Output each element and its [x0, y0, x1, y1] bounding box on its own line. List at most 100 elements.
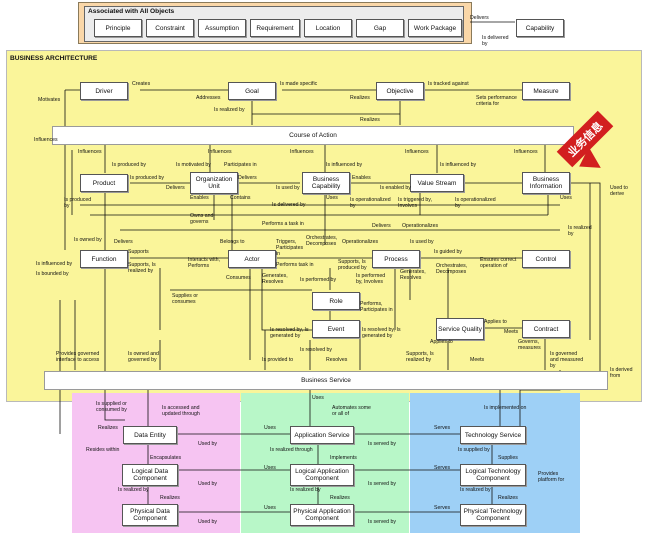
box-business-service[interactable]: Business Service — [44, 371, 608, 390]
label-meets: Meets — [504, 329, 519, 335]
label-ensures-correct: Ensures correct operation of — [480, 257, 517, 269]
label-is-realized-by-b1: Is realized by — [118, 487, 149, 493]
label-is-produced-by-3: Is produced by — [64, 197, 92, 209]
label-governs-measures: Governs, measures — [518, 339, 541, 351]
label-meets-2: Meets — [470, 357, 485, 363]
label-is-governed-measured: Is governed and measured by — [550, 351, 584, 369]
box-business-information[interactable]: Business Information — [522, 172, 570, 194]
box-business-capability[interactable]: Business Capability — [302, 172, 350, 194]
box-gap[interactable]: Gap — [356, 19, 404, 37]
label-orchestrates-2: Orchestrates, Decomposes — [436, 263, 468, 275]
label-supports-produced: Supports, Is produced by — [338, 259, 367, 271]
label-consumes: Consumes — [226, 275, 251, 281]
label-provides-platform: Provides platform for — [538, 471, 565, 483]
box-function[interactable]: Function — [80, 250, 128, 268]
label-is-influenced-by-2: Is influenced by — [440, 162, 477, 168]
label-is-delivered-by: Is delivered by — [272, 202, 306, 208]
label-delivers-4: Delivers — [114, 239, 133, 245]
label-is-enabled-by: Is enabled by — [380, 185, 411, 191]
box-contract[interactable]: Contract — [522, 320, 570, 338]
label-owns-governs: Owns and governs — [190, 213, 214, 225]
box-actor[interactable]: Actor — [228, 250, 276, 268]
label-realizes-b1: Realizes — [160, 495, 180, 501]
label-orchestrates: Orchestrates, Decomposes — [306, 235, 338, 247]
box-process[interactable]: Process — [372, 250, 420, 268]
label-is-delivered-by: Is delivered by — [482, 35, 509, 47]
arch-title: BUSINESS ARCHITECTURE — [10, 55, 98, 62]
label-is-provided-to: Is provided to — [262, 357, 294, 363]
box-capability[interactable]: Capability — [516, 19, 564, 37]
label-uses: Uses — [326, 195, 338, 201]
label-used-by-1: Used by — [198, 441, 218, 447]
label-is-performed-by: Is performed by — [300, 277, 337, 283]
label-is-motivated-by: Is motivated by — [176, 162, 211, 168]
box-assumption[interactable]: Assumption — [198, 19, 246, 37]
box-physical-data-component[interactable]: Physical Data Component — [122, 504, 178, 526]
box-location[interactable]: Location — [304, 19, 352, 37]
label-influences-1: Influences — [78, 149, 102, 155]
box-logical-data-component[interactable]: Logical Data Component — [122, 464, 178, 486]
label-is-implemented-on: Is implemented on — [484, 405, 527, 411]
label-realizes-bottom: Realizes — [98, 425, 118, 431]
label-is-realized-through: Is realized through — [270, 447, 313, 453]
label-enables-2: Enables — [190, 195, 209, 201]
label-serves-2: Serves — [434, 465, 451, 471]
label-participates-in: Participates in — [224, 162, 257, 168]
box-physical-application-component[interactable]: Physical Application Component — [290, 504, 354, 526]
label-is-served-by-2: Is served by — [368, 481, 396, 487]
label-supplies-consumes: Supplies or consumes — [172, 293, 198, 305]
label-delivers: Delivers — [470, 15, 489, 21]
box-goal[interactable]: Goal — [228, 82, 276, 100]
label-performs-task-2: Performs task in — [276, 262, 314, 268]
box-data-entity[interactable]: Data Entity — [123, 426, 177, 444]
box-principle[interactable]: Principle — [94, 19, 142, 37]
label-influences-5: Influences — [514, 149, 538, 155]
label-realizes-b2: Realizes — [330, 495, 350, 501]
label-triggers: Triggers, Participates in — [276, 239, 304, 257]
label-applies-to: Applies to — [484, 319, 507, 325]
label-performs-task: Performs a task in — [262, 221, 304, 227]
label-influences-4: Influences — [405, 149, 429, 155]
label-addresses: Addresses — [196, 95, 221, 101]
label-is-realized-by-right: Is realized by — [568, 225, 592, 237]
label-generates-resolves: Generates, Resolves — [262, 273, 288, 285]
label-supports: Supports — [128, 249, 149, 255]
label-serves-1: Serves — [434, 425, 451, 431]
box-course-of-action[interactable]: Course of Action — [52, 126, 574, 145]
label-performs-participates: Performs, Participates in — [360, 301, 393, 313]
label-delivers-3: Delivers — [372, 223, 391, 229]
label-uses-4: Uses — [264, 425, 276, 431]
label-used-by-2: Used by — [198, 481, 218, 487]
box-event[interactable]: Event — [312, 320, 360, 338]
box-role[interactable]: Role — [312, 292, 360, 310]
label-enables: Enables — [352, 175, 371, 181]
box-logical-application-component[interactable]: Logical Application Component — [290, 464, 354, 486]
box-service-quality[interactable]: Service Quality — [436, 318, 484, 340]
box-driver[interactable]: Driver — [80, 82, 128, 100]
label-is-produced-by: Is produced by — [112, 162, 147, 168]
box-application-service[interactable]: Application Service — [290, 426, 354, 444]
label-uses-5: Uses — [264, 465, 276, 471]
box-value-stream[interactable]: Value Stream — [410, 174, 464, 192]
box-measure[interactable]: Measure — [522, 82, 570, 100]
label-influences-2: Influences — [208, 149, 232, 155]
box-organization-unit[interactable]: Organization Unit — [190, 172, 238, 194]
label-generates-resolves-2: Generates, Resolves — [400, 269, 426, 281]
associated-title: Associated with All Objects — [88, 8, 175, 15]
box-objective[interactable]: Objective — [376, 82, 424, 100]
label-operationalizes-2: Operationalizes — [342, 239, 379, 245]
box-constraint[interactable]: Constraint — [146, 19, 194, 37]
box-control[interactable]: Control — [522, 250, 570, 268]
box-work-package[interactable]: Work Package — [408, 19, 462, 37]
box-requirement[interactable]: Requirement — [250, 19, 300, 37]
label-interacts-with: Interacts with, Performs — [188, 257, 221, 269]
label-is-operationalized-by: Is operationalized by — [350, 197, 391, 209]
box-physical-technology-component[interactable]: Physical Technology Component — [460, 504, 526, 526]
box-product[interactable]: Product — [80, 174, 128, 192]
label-is-used-by-2: Is used by — [410, 239, 434, 245]
label-is-influenced-by-1: Is influenced by — [326, 162, 363, 168]
box-logical-technology-component[interactable]: Logical Technology Component — [460, 464, 526, 486]
box-technology-service[interactable]: Technology Service — [460, 426, 526, 444]
label-is-resolved-by: Is resolved by, Is generated by — [270, 327, 309, 339]
